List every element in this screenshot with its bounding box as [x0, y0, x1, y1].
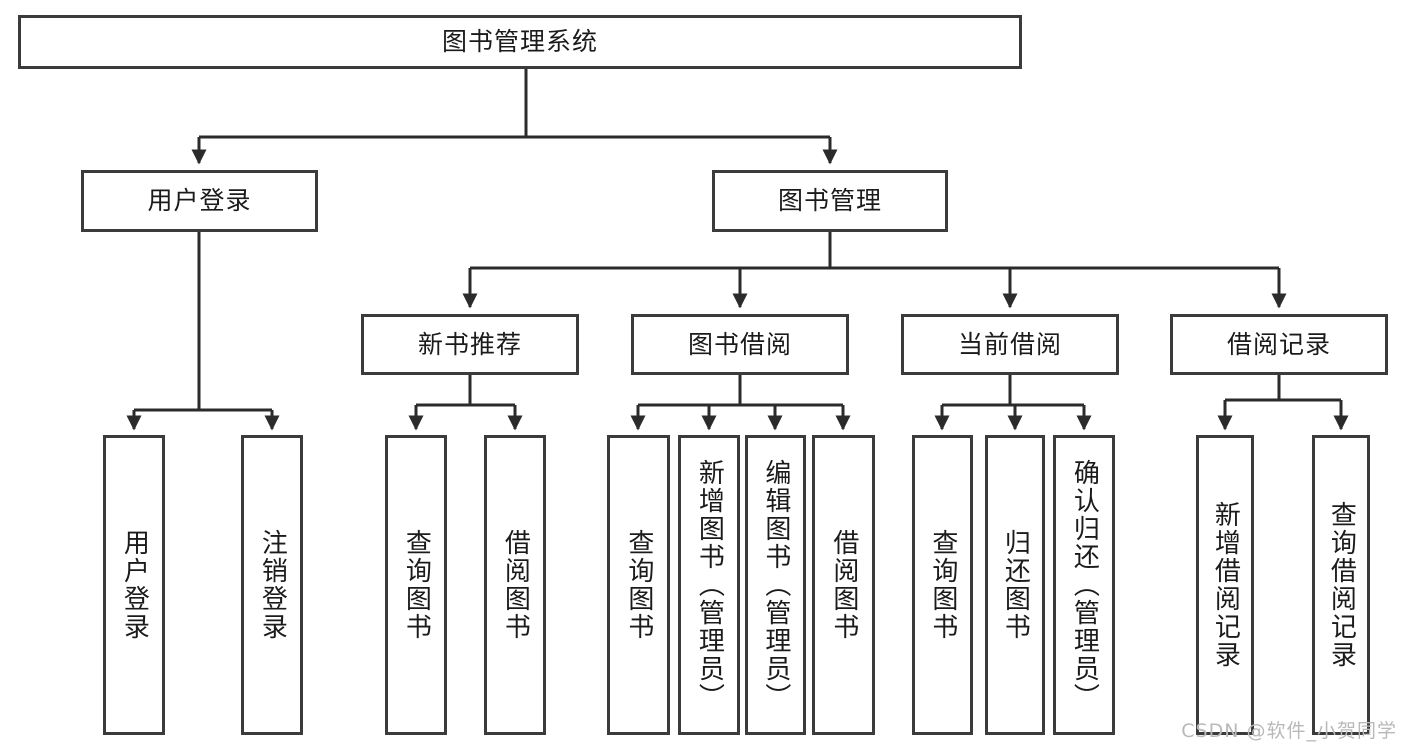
leaf-add-borrow-record[interactable]: 新增借阅记录 — [1196, 435, 1254, 735]
node-user-login-label: 用户登录 — [147, 186, 252, 215]
leaf-logout-label: 注销登录 — [257, 529, 288, 641]
node-root-system-label: 图书管理系统 — [441, 27, 598, 56]
leaf-edit-book-admin[interactable]: 编辑图书（管理员） — [745, 435, 806, 735]
node-user-login[interactable]: 用户登录 — [81, 170, 318, 232]
leaf-logout[interactable]: 注销登录 — [241, 435, 303, 735]
leaf-query-borrow-record[interactable]: 查询借阅记录 — [1312, 435, 1370, 735]
leaf-edit-book-admin-label: 编辑图书（管理员） — [760, 459, 791, 711]
leaf-borrow-book-label: 借阅图书 — [828, 529, 859, 641]
node-borrow-record[interactable]: 借阅记录 — [1170, 314, 1388, 375]
node-book-management-label: 图书管理 — [777, 186, 882, 215]
node-root-system[interactable]: 图书管理系统 — [18, 15, 1022, 69]
node-book-management[interactable]: 图书管理 — [712, 170, 948, 232]
leaf-confirm-return-admin[interactable]: 确认归还（管理员） — [1053, 435, 1115, 735]
leaf-query-book-recommend-label: 查询图书 — [401, 529, 432, 641]
leaf-query-borrow-record-label: 查询借阅记录 — [1326, 501, 1357, 669]
node-book-borrow[interactable]: 图书借阅 — [631, 314, 849, 375]
leaf-query-book-borrow-label: 查询图书 — [623, 529, 654, 641]
csdn-watermark: CSDN @软件_小贺同学 — [1181, 720, 1397, 742]
leaf-user-login[interactable]: 用户登录 — [103, 435, 165, 735]
leaf-query-book-borrow[interactable]: 查询图书 — [607, 435, 670, 735]
leaf-query-book-recommend[interactable]: 查询图书 — [385, 435, 447, 735]
leaf-borrow-book[interactable]: 借阅图书 — [812, 435, 875, 735]
leaf-user-login-label: 用户登录 — [119, 529, 150, 641]
node-current-borrow[interactable]: 当前借阅 — [901, 314, 1119, 375]
leaf-return-book[interactable]: 归还图书 — [985, 435, 1045, 735]
leaf-confirm-return-admin-label: 确认归还（管理员） — [1069, 459, 1100, 711]
leaf-borrow-book-recommend-label: 借阅图书 — [500, 529, 531, 641]
leaf-add-book-admin[interactable]: 新增图书（管理员） — [678, 435, 740, 735]
leaf-return-book-label: 归还图书 — [1000, 529, 1031, 641]
leaf-add-book-admin-label: 新增图书（管理员） — [694, 459, 725, 711]
leaf-query-book-current[interactable]: 查询图书 — [912, 435, 973, 735]
leaf-add-borrow-record-label: 新增借阅记录 — [1210, 501, 1241, 669]
leaf-borrow-book-recommend[interactable]: 借阅图书 — [484, 435, 546, 735]
node-book-borrow-label: 图书借阅 — [687, 329, 792, 359]
node-borrow-record-label: 借阅记录 — [1226, 329, 1331, 359]
node-new-book-recommend[interactable]: 新书推荐 — [361, 314, 579, 375]
node-new-book-recommend-label: 新书推荐 — [417, 329, 522, 359]
node-current-borrow-label: 当前借阅 — [957, 329, 1062, 359]
leaf-query-book-current-label: 查询图书 — [927, 529, 958, 641]
